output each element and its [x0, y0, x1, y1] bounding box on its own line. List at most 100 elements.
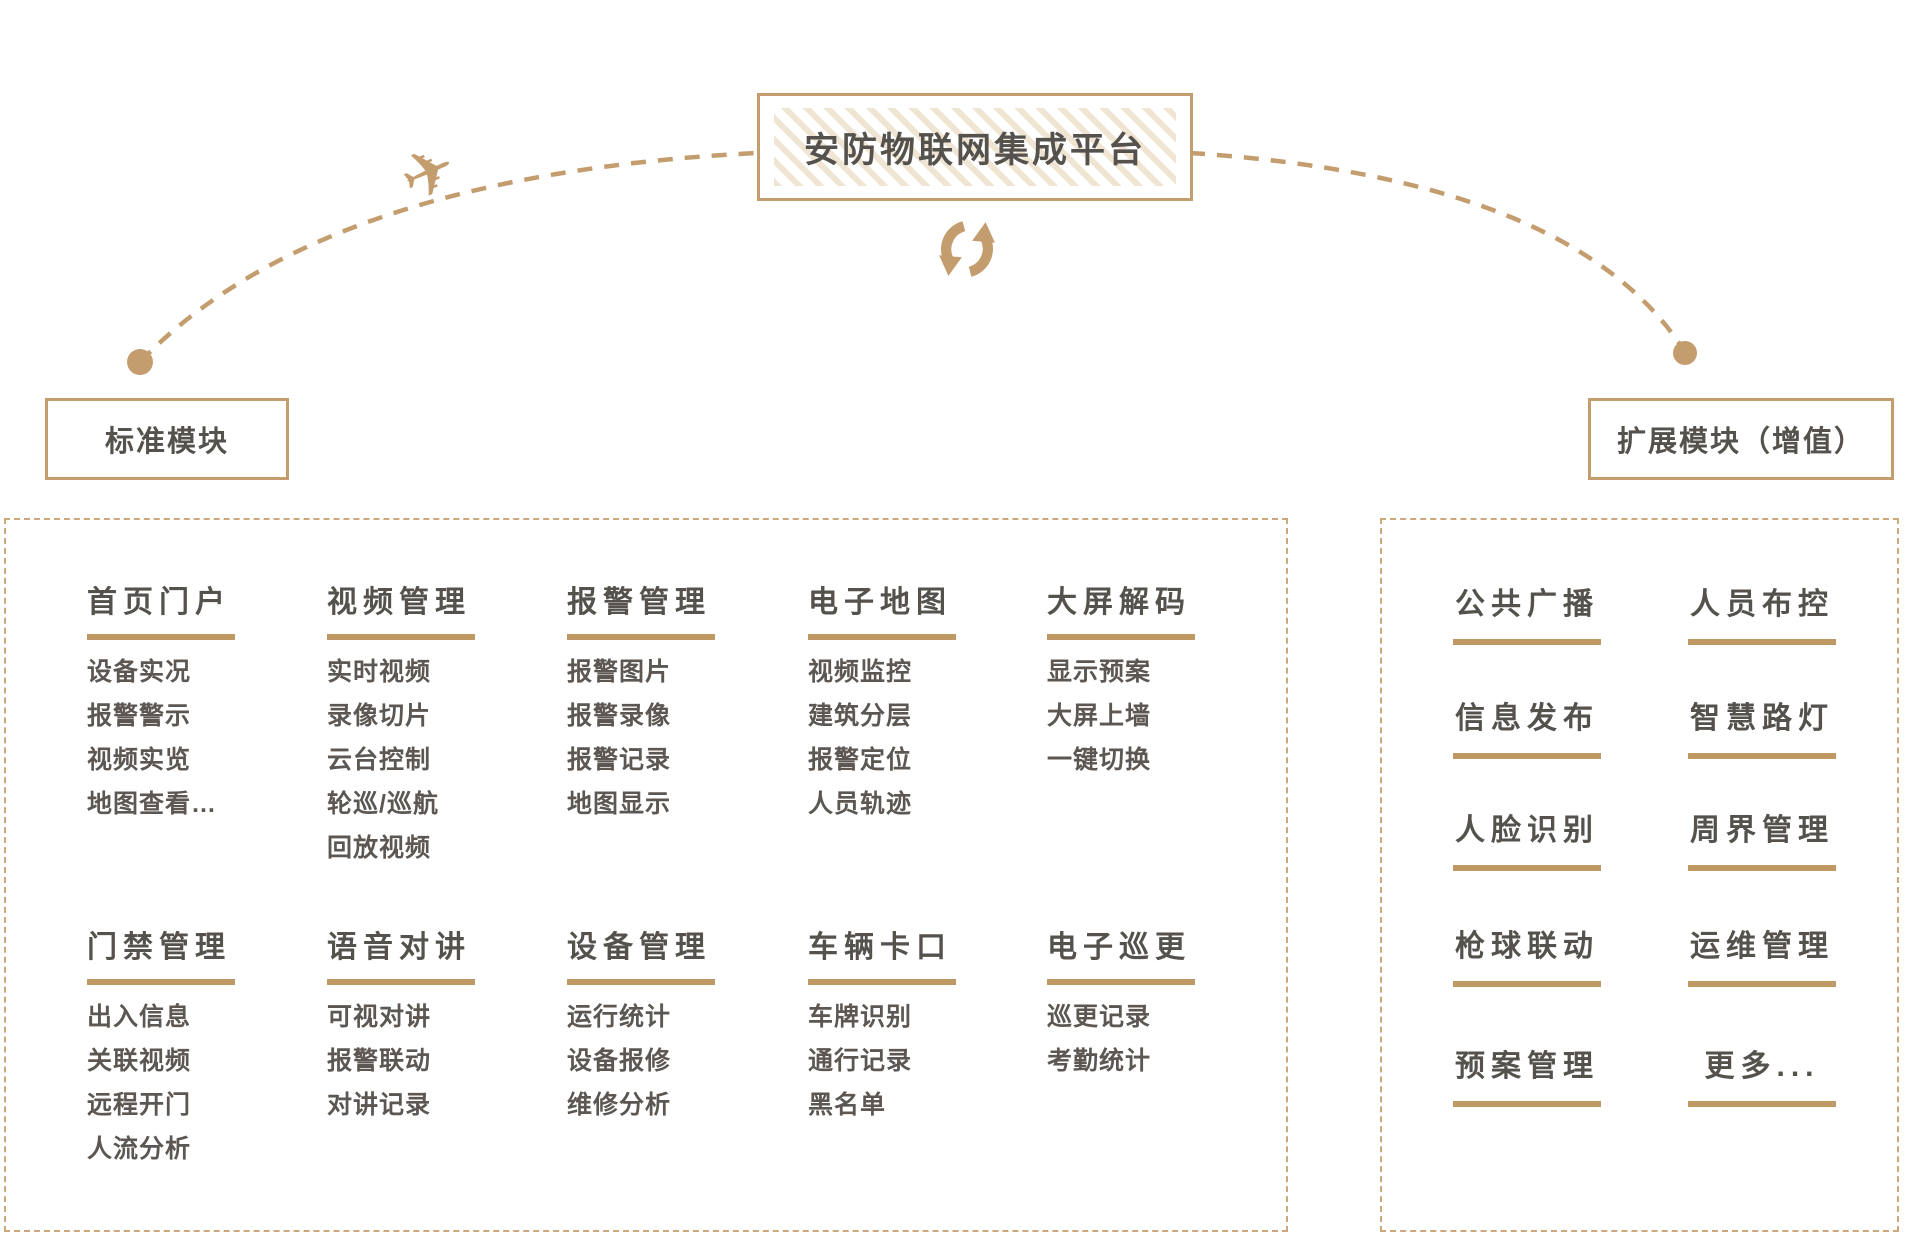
- module-group-device-management: 设备管理 运行统计 设备报修 维修分析: [567, 930, 777, 1127]
- group-items: 报警图片 报警录像 报警记录 地图显示: [567, 650, 777, 826]
- group-item: 出入信息: [87, 1003, 192, 1031]
- group-item: 地图查看…: [87, 790, 218, 818]
- ext-label: 人员布控: [1690, 588, 1834, 621]
- group-item: 远程开门: [87, 1091, 192, 1119]
- extended-module-label: 扩展模块（增值）: [1588, 398, 1894, 480]
- group-item: 建筑分层: [808, 702, 913, 730]
- group-item: 运行统计: [567, 1003, 672, 1031]
- ext-label: 运维管理: [1690, 930, 1834, 963]
- ext-label: 人脸识别: [1455, 814, 1599, 847]
- group-underline: [87, 979, 235, 985]
- group-item: 回放视频: [327, 834, 432, 862]
- group-items: 运行统计 设备报修 维修分析: [567, 995, 777, 1127]
- group-item: 对讲记录: [327, 1091, 432, 1119]
- ext-underline: [1688, 981, 1836, 987]
- group-item: 地图显示: [567, 790, 672, 818]
- ext-underline: [1453, 639, 1601, 645]
- ext-module-smart-streetlight: 智慧路灯: [1684, 700, 1840, 759]
- module-group-e-patrol: 电子巡更 巡更记录 考勤统计: [1047, 930, 1257, 1083]
- module-group-voice-intercom: 语音对讲 可视对讲 报警联动 对讲记录: [327, 930, 537, 1127]
- group-items: 设备实况 报警警示 视频实览 地图查看…: [87, 650, 297, 826]
- group-underline: [1047, 634, 1195, 640]
- group-underline: [567, 979, 715, 985]
- group-item: 实时视频: [327, 658, 432, 686]
- group-title: 门禁管理: [87, 931, 231, 964]
- group-item: 一键切换: [1047, 746, 1152, 774]
- module-group-access-control: 门禁管理 出入信息 关联视频 远程开门 人流分析: [87, 930, 297, 1171]
- connector-dot-left: [127, 349, 153, 375]
- ext-underline: [1453, 865, 1601, 871]
- group-item: 巡更记录: [1047, 1003, 1152, 1031]
- group-underline: [1047, 979, 1195, 985]
- group-title: 视频管理: [327, 586, 471, 619]
- ext-module-ops-management: 运维管理: [1684, 928, 1840, 987]
- group-item: 大屏上墙: [1047, 702, 1152, 730]
- group-item: 视频监控: [808, 658, 913, 686]
- ext-label: 周界管理: [1690, 814, 1834, 847]
- group-title: 电子巡更: [1047, 931, 1191, 964]
- group-title: 大屏解码: [1047, 586, 1191, 619]
- group-items: 视频监控 建筑分层 报警定位 人员轨迹: [808, 650, 1018, 826]
- module-group-e-map: 电子地图 视频监控 建筑分层 报警定位 人员轨迹: [808, 585, 1018, 826]
- group-items: 出入信息 关联视频 远程开门 人流分析: [87, 995, 297, 1171]
- module-group-big-screen-decode: 大屏解码 显示预案 大屏上墙 一键切换: [1047, 585, 1257, 782]
- ext-module-face-recognition: 人脸识别: [1449, 812, 1605, 871]
- title-hatch-pattern: [774, 108, 1176, 186]
- group-underline: [327, 634, 475, 640]
- module-group-video-management: 视频管理 实时视频 录像切片 云台控制 轮巡/巡航 回放视频: [327, 585, 537, 870]
- standard-module-label: 标准模块: [45, 398, 289, 480]
- group-title: 电子地图: [808, 586, 952, 619]
- group-underline: [327, 979, 475, 985]
- arc-right: [1189, 150, 1687, 354]
- connector-dot-right: [1673, 341, 1697, 365]
- module-group-alarm-management: 报警管理 报警图片 报警录像 报警记录 地图显示: [567, 585, 777, 826]
- ext-label: 智慧路灯: [1690, 702, 1834, 735]
- extended-modules-panel: [1380, 518, 1899, 1232]
- group-item: 报警警示: [87, 702, 192, 730]
- group-item: 人员轨迹: [808, 790, 913, 818]
- ext-underline: [1688, 753, 1836, 759]
- group-items: 车牌识别 通行记录 黑名单: [808, 995, 1018, 1127]
- sync-icon: [939, 221, 995, 277]
- group-item: 关联视频: [87, 1047, 192, 1075]
- group-items: 巡更记录 考勤统计: [1047, 995, 1257, 1083]
- group-item: 人流分析: [87, 1135, 192, 1163]
- group-item: 报警记录: [567, 746, 672, 774]
- group-item: 视频实览: [87, 746, 192, 774]
- group-items: 可视对讲 报警联动 对讲记录: [327, 995, 537, 1127]
- group-underline: [567, 634, 715, 640]
- group-title: 车辆卡口: [808, 931, 952, 964]
- ext-label: 公共广播: [1455, 588, 1599, 621]
- ext-underline: [1688, 639, 1836, 645]
- ext-label: 更多...: [1704, 1050, 1820, 1083]
- ext-module-more: 更多...: [1684, 1048, 1840, 1107]
- ext-underline: [1688, 1101, 1836, 1107]
- group-underline: [808, 979, 956, 985]
- ext-label: 预案管理: [1455, 1050, 1599, 1083]
- ext-underline: [1453, 753, 1601, 759]
- group-item: 可视对讲: [327, 1003, 432, 1031]
- platform-title-box: 安防物联网集成平台: [757, 93, 1193, 201]
- group-item: 设备实况: [87, 658, 192, 686]
- group-item: 报警图片: [567, 658, 672, 686]
- group-item: 云台控制: [327, 746, 432, 774]
- ext-module-gun-ball-linkage: 枪球联动: [1449, 928, 1605, 987]
- group-item: 轮巡/巡航: [327, 790, 439, 818]
- group-item: 黑名单: [808, 1091, 887, 1119]
- platform-title: 安防物联网集成平台: [803, 130, 1146, 170]
- group-underline: [87, 634, 235, 640]
- group-items: 显示预案 大屏上墙 一键切换: [1047, 650, 1257, 782]
- group-item: 通行记录: [808, 1047, 913, 1075]
- group-title: 语音对讲: [327, 931, 471, 964]
- group-title: 首页门户: [87, 586, 231, 619]
- ext-label: 信息发布: [1455, 702, 1599, 735]
- group-item: 设备报修: [567, 1047, 672, 1075]
- ext-module-personnel-control: 人员布控: [1684, 586, 1840, 645]
- ext-module-plan-management: 预案管理: [1449, 1048, 1605, 1107]
- ext-underline: [1453, 981, 1601, 987]
- ext-underline: [1688, 865, 1836, 871]
- group-items: 实时视频 录像切片 云台控制 轮巡/巡航 回放视频: [327, 650, 537, 870]
- group-item: 报警联动: [327, 1047, 432, 1075]
- ext-label: 枪球联动: [1455, 930, 1599, 963]
